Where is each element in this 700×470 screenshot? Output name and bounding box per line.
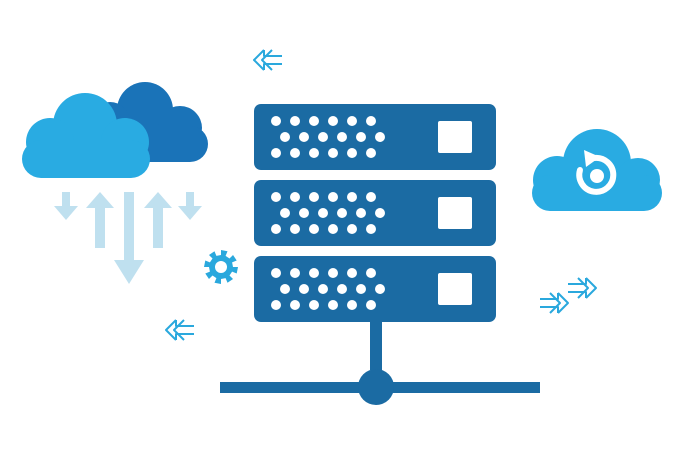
double-arrow-right-icon xyxy=(568,277,597,299)
server-led-dot xyxy=(309,300,319,310)
server-led-dot xyxy=(309,268,319,278)
up-arrow xyxy=(144,192,172,248)
server-led-dot xyxy=(337,132,347,142)
server-led-dot xyxy=(271,148,281,158)
double-arrow-left-icon xyxy=(253,49,282,71)
server-led-dot xyxy=(290,192,300,202)
server-led-dot xyxy=(347,300,357,310)
server-led-dot xyxy=(375,284,385,294)
light-cloud xyxy=(22,93,150,178)
server-led-dot xyxy=(271,268,281,278)
server-led-dot xyxy=(356,284,366,294)
server-led-dot xyxy=(328,116,338,126)
server-led-dot xyxy=(356,132,366,142)
server-led-dot xyxy=(366,268,376,278)
server-unit xyxy=(254,180,496,246)
server-led-dot xyxy=(328,192,338,202)
server-led-dot xyxy=(318,132,328,142)
down-arrow xyxy=(178,192,202,220)
server-led-dot xyxy=(271,224,281,234)
server-led-dot xyxy=(356,208,366,218)
up-arrow xyxy=(86,192,114,248)
server-led-dot xyxy=(328,224,338,234)
server-led-dot xyxy=(290,300,300,310)
server-led-dot xyxy=(280,284,290,294)
server-led-dot xyxy=(309,148,319,158)
server-led-dot xyxy=(290,116,300,126)
server-drive-bay xyxy=(438,273,472,305)
server-led-dot xyxy=(366,116,376,126)
double-arrow-right-icon xyxy=(540,292,569,314)
server-led-dot xyxy=(347,192,357,202)
down-arrow xyxy=(54,192,78,220)
server-unit xyxy=(254,256,496,322)
server-led-dot xyxy=(280,208,290,218)
network-node-icon xyxy=(220,322,540,405)
server-led-dot xyxy=(347,116,357,126)
server-led-dot xyxy=(328,148,338,158)
server-led-dot xyxy=(375,132,385,142)
server-led-dot xyxy=(309,116,319,126)
server-led-dot xyxy=(280,132,290,142)
server-led-dot xyxy=(347,224,357,234)
server-led-dot xyxy=(318,208,328,218)
double-arrow-left-icon xyxy=(165,319,194,341)
server-led-dot xyxy=(299,132,309,142)
upload-download-arrows-icon xyxy=(54,192,202,284)
server-led-dot xyxy=(366,224,376,234)
server-led-dot xyxy=(366,300,376,310)
server-unit xyxy=(254,104,496,170)
server-led-dot xyxy=(299,208,309,218)
server-led-dot xyxy=(299,284,309,294)
server-led-dot xyxy=(347,268,357,278)
gear-hole xyxy=(215,261,227,273)
server-led-dot xyxy=(271,192,281,202)
gear-icon xyxy=(204,250,238,284)
server-led-dot xyxy=(337,284,347,294)
server-led-dot xyxy=(271,116,281,126)
server-led-dot xyxy=(271,300,281,310)
down-arrow xyxy=(114,192,144,284)
server-led-dot xyxy=(309,224,319,234)
server-led-dot xyxy=(318,284,328,294)
server-rack-icon xyxy=(254,104,496,322)
server-led-dot xyxy=(328,268,338,278)
server-led-dot xyxy=(347,148,357,158)
server-led-dot xyxy=(337,208,347,218)
server-led-dot xyxy=(375,208,385,218)
server-led-dot xyxy=(290,148,300,158)
server-drive-bay xyxy=(438,121,472,153)
cloud-sync-icon xyxy=(532,129,662,211)
server-led-dot xyxy=(309,192,319,202)
server-led-dot xyxy=(328,300,338,310)
server-led-dot xyxy=(366,192,376,202)
server-led-dot xyxy=(366,148,376,158)
server-drive-bay xyxy=(438,197,472,229)
server-led-dot xyxy=(290,224,300,234)
refresh-icon xyxy=(576,150,617,195)
cloud-pair-icon xyxy=(22,82,208,178)
server-led-dot xyxy=(290,268,300,278)
